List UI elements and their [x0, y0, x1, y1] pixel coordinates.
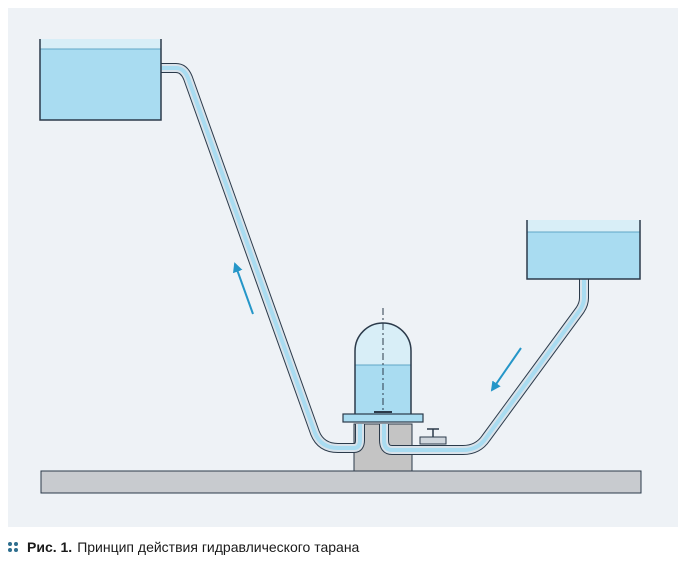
drive-pipe — [379, 278, 589, 455]
flow-arrow-down — [490, 347, 522, 392]
ground-slab — [40, 470, 642, 494]
caption-bullet-icon — [8, 542, 18, 552]
caption-label: Рис. 1. — [27, 539, 73, 555]
air-chamber — [342, 308, 424, 423]
figure-caption: Рис. 1. Принцип действия гидравлического… — [8, 538, 359, 556]
diagram-panel — [8, 8, 678, 527]
supply-reservoir — [526, 220, 641, 280]
flow-arrow-up — [233, 262, 254, 315]
delivery-pipe — [158, 63, 365, 453]
chamber-flange — [342, 413, 424, 423]
waste-valve — [419, 428, 447, 445]
caption-text: Принцип действия гидравлического тарана — [77, 539, 360, 555]
upper-reservoir — [39, 39, 162, 121]
